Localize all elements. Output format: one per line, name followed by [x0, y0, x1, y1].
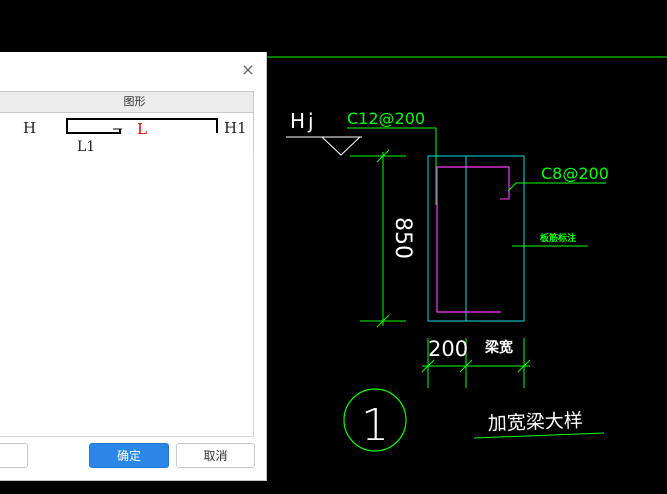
shape-grid: 图形 H L H1 L1 [0, 91, 254, 154]
c8-leader [507, 182, 606, 192]
shape-label-h: H [23, 119, 36, 137]
stirrup-rebar [436, 166, 510, 313]
grid-header-shape: 图形 [0, 92, 253, 113]
detail-bubble [343, 388, 407, 452]
c8-label: C8@200 [541, 164, 609, 183]
shape-line [66, 118, 218, 134]
cancel-button[interactable]: 取消 [176, 443, 255, 468]
shape-row[interactable]: H L H1 L1 [0, 113, 253, 154]
height-dimension-text: 850 [390, 217, 415, 259]
partial-button[interactable] [0, 443, 28, 468]
rebar-shape-dialog: × 图形 H L H1 L1 确定 取消 [0, 52, 267, 481]
ok-button[interactable]: 确定 [89, 443, 169, 468]
c12-label: C12@200 [347, 109, 425, 128]
hdim-tick-mid [459, 359, 473, 373]
beam-section-outline [427, 155, 525, 322]
elevation-triangle [320, 136, 362, 156]
dim-tick-top [376, 149, 390, 163]
shape-label-l1: L1 [77, 139, 95, 154]
close-icon[interactable]: × [241, 60, 255, 79]
beam-width-label: 梁宽 [484, 339, 513, 356]
width-dimension-text: 200 [428, 337, 468, 361]
shape-label-h1: H1 [224, 119, 247, 137]
rebar-shape-preview: H L H1 L1 [23, 118, 247, 154]
c12-leader [347, 127, 437, 205]
hdim-tick-right [517, 359, 531, 373]
detail-title-underline [473, 432, 605, 439]
detail-title: 加宽梁大样 [487, 410, 583, 435]
detail-number: 1 [361, 400, 389, 451]
shape-label-l: L [137, 120, 147, 138]
hj-label: Hj [290, 109, 317, 133]
hdim-tick-left [421, 359, 435, 373]
small-rebar-label: 板筋标注 [540, 232, 576, 244]
dim-tick-bottom [376, 314, 390, 328]
grid-empty-area [0, 153, 254, 437]
stirrup-hook [500, 187, 510, 200]
